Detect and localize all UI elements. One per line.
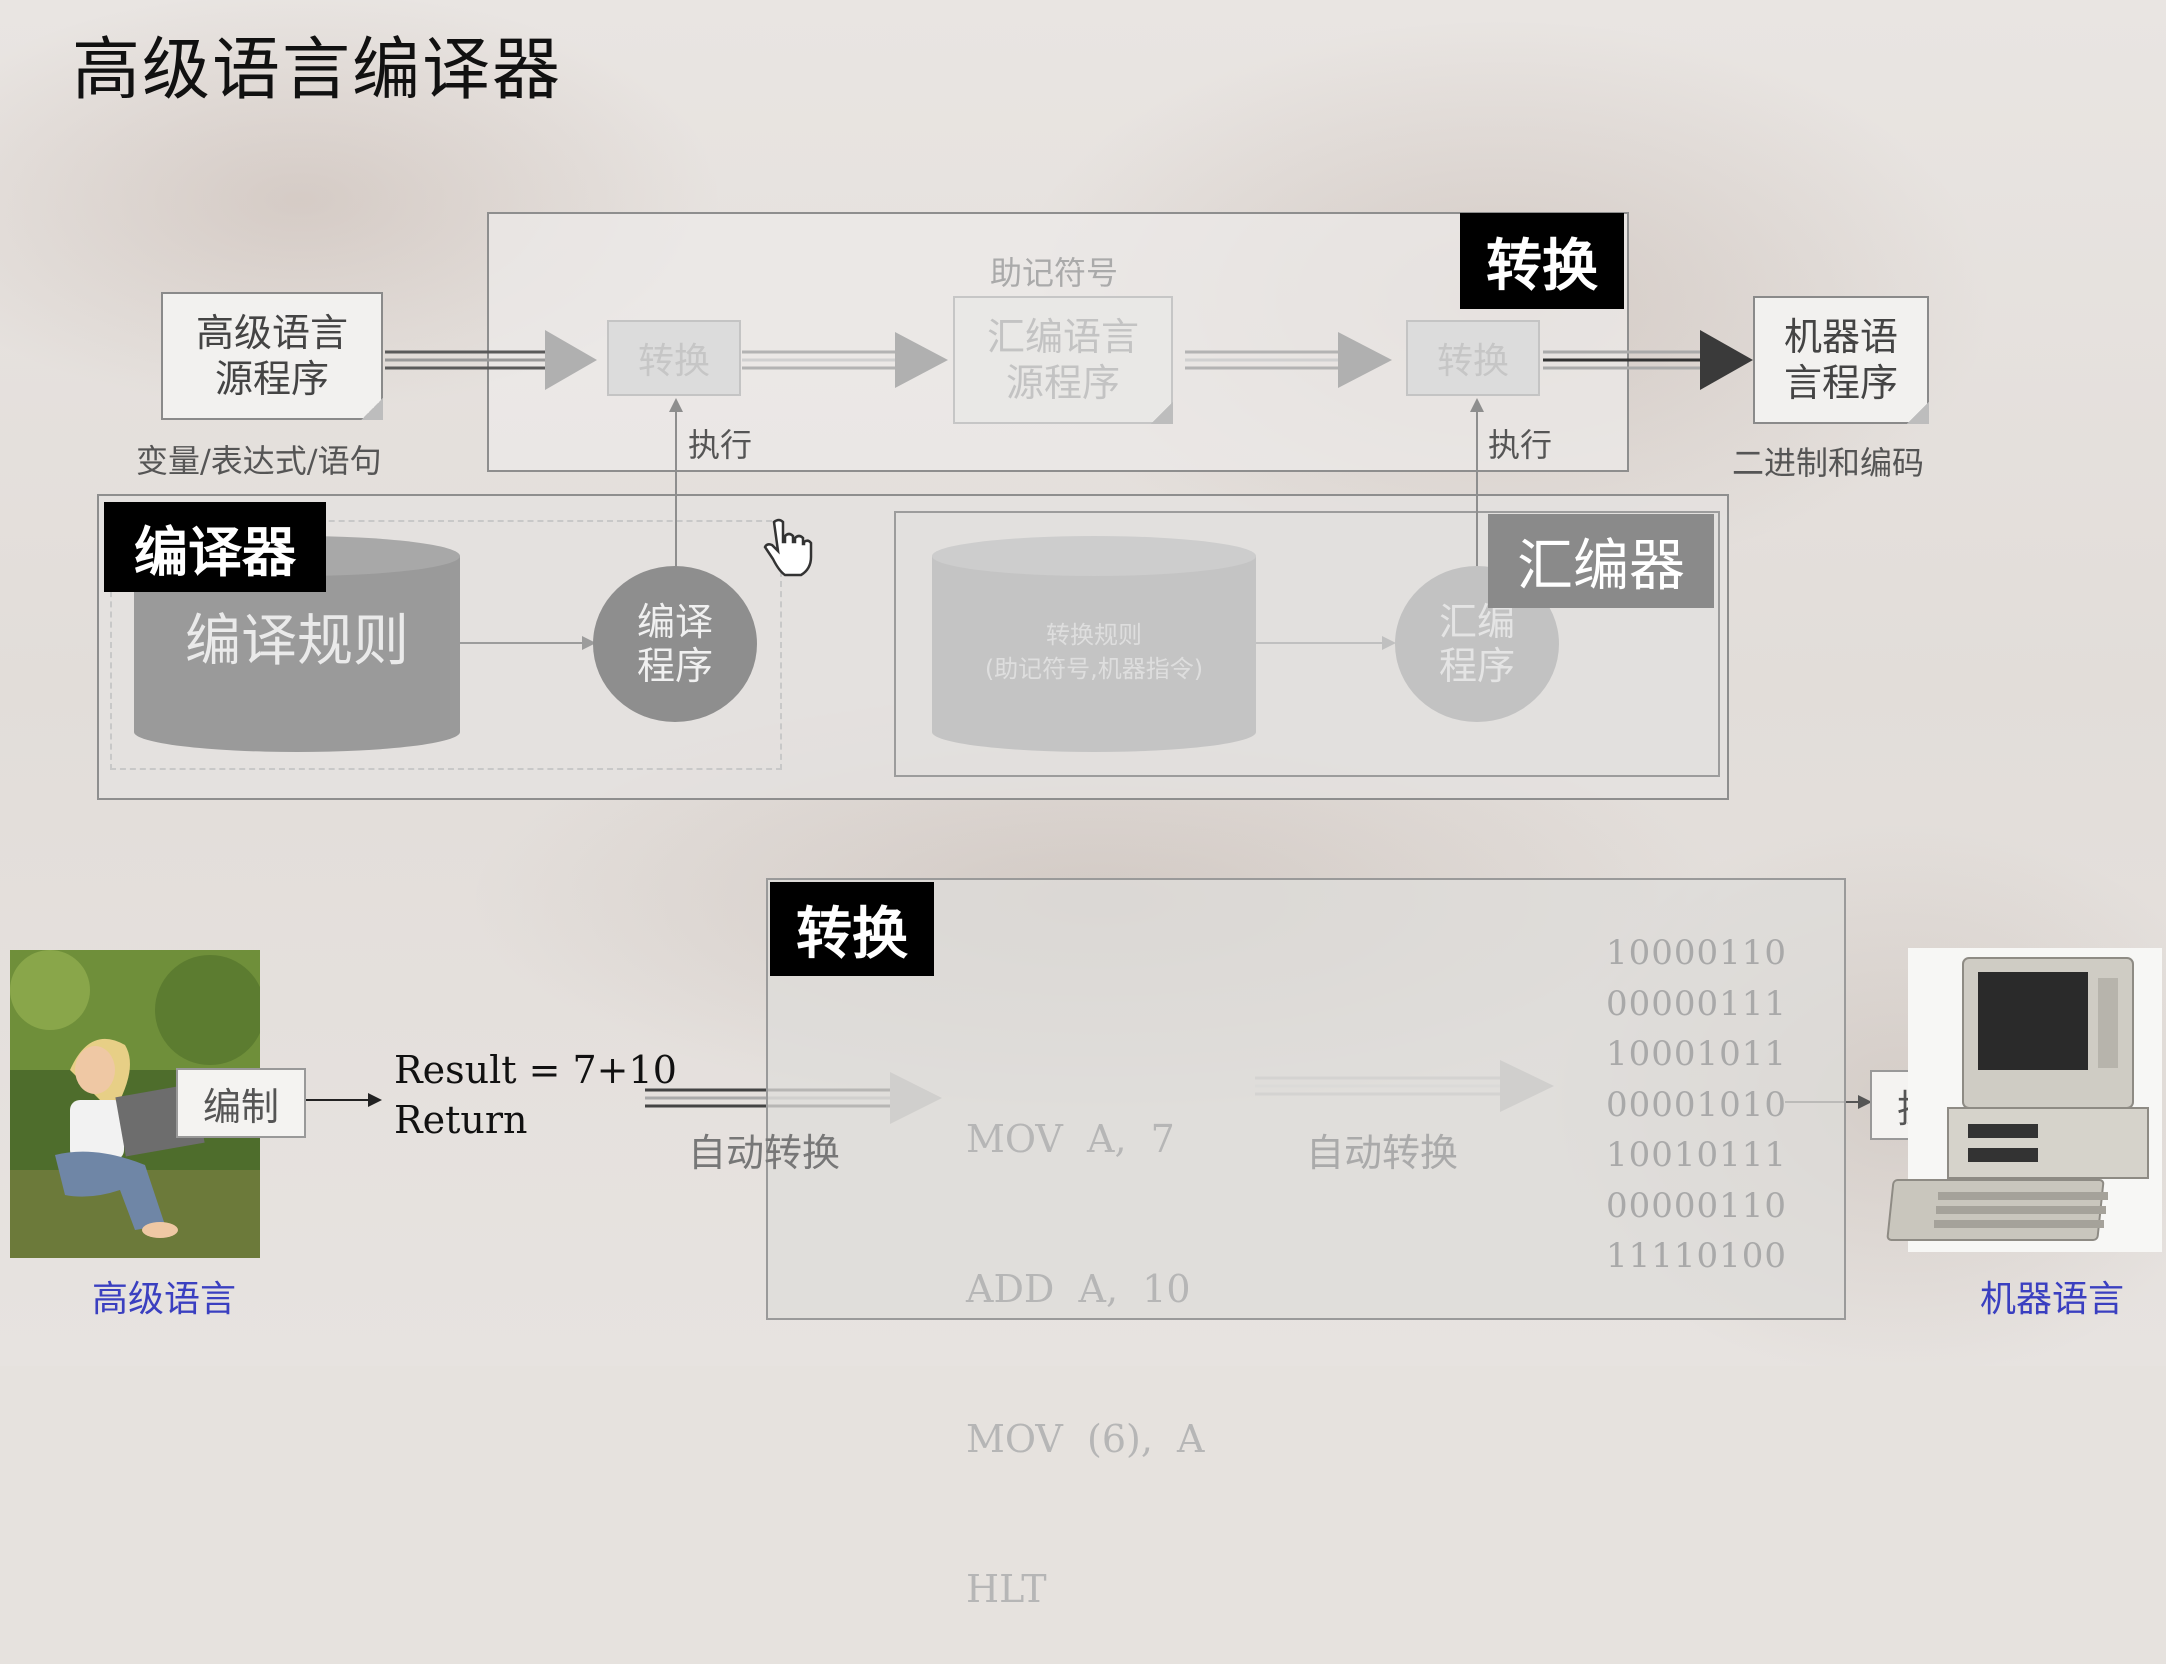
machine-program-doc: 机器语言程序 [1753,296,1929,424]
compiler-tag: 编译器 [104,502,326,592]
arrow-source-to-convert [385,350,545,370]
binary-code-listing: 10000110 00000111 10001011 00001010 1001… [1606,933,1788,1276]
assembly-code-listing: MOV A, 7 ADD A, 10 MOV (6), A HLT [966,1117,1205,1611]
source-code-snippet: Result = 7+10 Return [394,1048,677,1142]
assembler-tag: 汇编器 [1488,514,1714,608]
machine-caption: 二进制和编码 [1732,444,1925,482]
slide-title: 高级语言编译器 [72,31,563,110]
arrow-head [895,332,948,388]
assembly-rules-label: 转换规则(助记符号,机器指令) [984,621,1204,683]
compile-program-circle: 编译程序 [593,566,757,722]
compose-box: 编制 [176,1068,306,1138]
machine-language-caption: 机器语言 [1980,1279,2125,1320]
hand-cursor-icon [760,518,813,577]
exec-caption-assembler: 执行 [1488,426,1553,464]
arrow-asm-to-convert [1185,350,1338,370]
compile-rules-label: 编译规则 [185,609,409,674]
assembly-rules-database: 转换规则(助记符号,机器指令) [932,536,1256,752]
arrow-head [545,330,597,390]
mnemonic-caption: 助记符号 [990,254,1119,292]
auto-convert-caption-2: 自动转换 [1306,1131,1459,1175]
bottom-conversion-panel [766,878,1846,1320]
high-level-source-doc: 高级语言源程序 [161,292,383,420]
arrow-head [1700,330,1753,390]
arrow-convert-to-machine [1543,350,1705,370]
convert-tag-top: 转换 [1460,213,1624,309]
compiler-dashed-region [110,520,782,770]
convert-tag-bottom: 转换 [770,882,934,976]
arrow-head [1338,332,1392,388]
convert-box-compiler: 转换 [607,320,741,396]
arrow-convert-to-asm [742,350,895,370]
assembly-source-doc: 汇编语言源程序 [953,296,1173,424]
assembly-program-circle: 汇编程序 [1395,566,1559,722]
computer-icon [1886,948,2162,1252]
high-level-language-caption: 高级语言 [92,1279,237,1320]
programmer-photo [10,950,260,1258]
exec-caption-compiler: 执行 [688,426,753,464]
auto-convert-caption-1: 自动转换 [688,1131,841,1175]
convert-box-assembler: 转换 [1406,320,1540,396]
source-caption: 变量/表达式/语句 [136,442,382,480]
